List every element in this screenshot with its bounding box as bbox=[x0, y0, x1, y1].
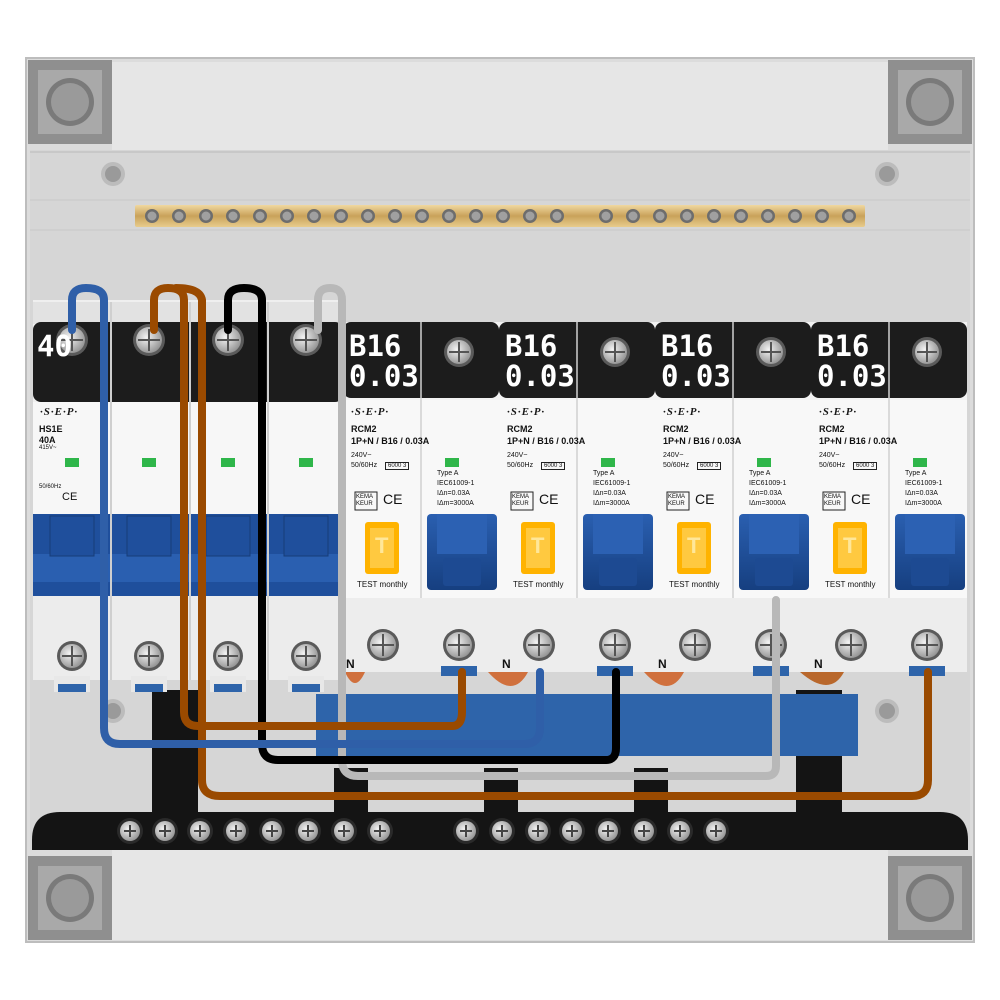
neutral-terminal-screw bbox=[367, 629, 399, 661]
bottom-terminal-screw bbox=[57, 641, 87, 671]
line-terminal-screw bbox=[599, 629, 631, 661]
line-terminal-screw bbox=[443, 629, 475, 661]
wires bbox=[68, 284, 932, 800]
bottom-terminal-screw bbox=[213, 641, 243, 671]
top-terminal-screw bbox=[133, 324, 165, 356]
line-terminal-screw bbox=[911, 629, 943, 661]
top-terminal-screw bbox=[756, 337, 786, 367]
mounting-hole-icon bbox=[28, 856, 112, 940]
top-terminal-screw bbox=[912, 337, 942, 367]
neutral-terminal-screw bbox=[523, 629, 555, 661]
rcbo-unit bbox=[499, 322, 655, 676]
bottom-terminal-screw bbox=[134, 641, 164, 671]
top-terminal-screw bbox=[290, 324, 322, 356]
wire-blue bbox=[68, 284, 544, 748]
mounting-hole-icon bbox=[28, 60, 112, 144]
wire-brown-2 bbox=[172, 284, 932, 800]
top-terminal-screw bbox=[600, 337, 630, 367]
top-terminal-screw bbox=[212, 324, 244, 356]
toggle-lever[interactable] bbox=[427, 514, 497, 590]
mounting-hole-icon bbox=[888, 60, 972, 144]
toggle-lever[interactable] bbox=[895, 514, 965, 590]
rcbo-unit bbox=[655, 322, 811, 676]
wire-brown-1 bbox=[150, 284, 466, 730]
mounting-hole-icon bbox=[888, 856, 972, 940]
line-terminal-screw bbox=[755, 629, 787, 661]
top-terminal-screw bbox=[444, 337, 474, 367]
neutral-terminal-screw bbox=[835, 629, 867, 661]
toggle-lever[interactable] bbox=[739, 514, 809, 590]
neutral-terminal-screw bbox=[679, 629, 711, 661]
earth-bar-icon bbox=[135, 205, 865, 227]
rcbo-unit bbox=[343, 322, 499, 676]
top-terminal-screw bbox=[56, 324, 88, 356]
rcbo-unit bbox=[811, 322, 967, 676]
bottom-terminal-screw bbox=[291, 641, 321, 671]
toggle-lever[interactable] bbox=[583, 514, 653, 590]
neutral-terminal-block bbox=[32, 690, 968, 850]
copper-links bbox=[345, 672, 844, 686]
